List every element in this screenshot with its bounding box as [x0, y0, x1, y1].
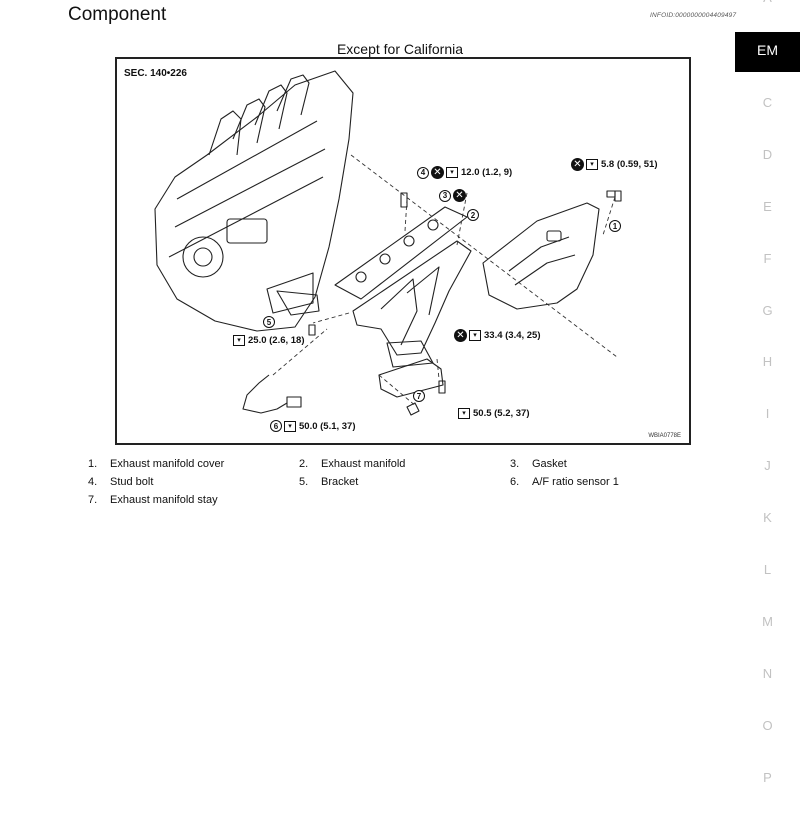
tab-h[interactable]: H: [762, 354, 773, 369]
tab-p[interactable]: P: [763, 770, 772, 785]
tab-a[interactable]: A: [735, 0, 800, 5]
page-title: Component: [68, 4, 167, 25]
legend-label: Exhaust manifold: [321, 458, 406, 470]
manifold-part: [352, 240, 472, 356]
legend-label: Exhaust manifold stay: [110, 494, 218, 506]
callout-8: ✕ ▾ 33.4 (3.4, 25): [454, 329, 541, 342]
legend-number: 1.: [88, 458, 98, 470]
torque-wrench-icon: ▾: [586, 159, 598, 170]
tab-c[interactable]: C: [762, 95, 773, 110]
tab-g[interactable]: G: [762, 303, 773, 318]
callout-3-number: 3: [439, 189, 451, 202]
tab-j[interactable]: J: [764, 458, 771, 473]
engine-block: [154, 70, 354, 332]
callout-7-torque-row: ▾ 50.5 (5.2, 37): [458, 408, 530, 419]
legend-number: 2.: [299, 458, 309, 470]
legend-item: 1. Exhaust manifold cover: [88, 458, 224, 470]
tab-o[interactable]: O: [762, 718, 773, 733]
diagram-drawing: [154, 70, 622, 416]
callout-5-number: 5: [263, 316, 275, 328]
callout-1: 1: [609, 220, 623, 232]
callout-5-torque-row: ▾ 25.0 (2.6, 18): [233, 335, 305, 346]
bracket-part: [276, 290, 320, 316]
tab-e[interactable]: E: [763, 199, 772, 214]
torque-wrench-icon: ▾: [233, 335, 245, 346]
callout-9-torque: 5.8 (0.59, 51): [601, 159, 658, 170]
callout-4-torque: 12.0 (1.2, 9): [461, 167, 513, 178]
tab-m[interactable]: M: [762, 614, 773, 629]
tab-l[interactable]: L: [763, 562, 772, 577]
cover-part: [482, 202, 600, 310]
torque-wrench-icon: ▾: [446, 167, 458, 178]
legend-item: 7. Exhaust manifold stay: [88, 494, 218, 506]
info-id: INFOID:0000000004409497: [650, 12, 737, 19]
legend-label: A/F ratio sensor 1: [532, 476, 619, 488]
torque-wrench-icon: ▾: [284, 420, 296, 432]
callout-5: 5: [263, 316, 277, 328]
legend-item: 5. Bracket: [299, 476, 358, 488]
callout-6-number: 6: [270, 420, 282, 432]
legend-label: Gasket: [532, 458, 567, 470]
legend-number: 7.: [88, 494, 98, 506]
legend-item: 6. A/F ratio sensor 1: [510, 476, 619, 488]
tab-k[interactable]: K: [763, 510, 772, 525]
exploded-diagram: SEC. 140•226 1 2 3 ✕ 4 ✕ ▾ 12.0 (1.2, 9)…: [115, 57, 691, 445]
tab-em[interactable]: EM: [735, 32, 800, 72]
callout-2: 2: [467, 209, 481, 221]
replace-icon: ✕: [431, 166, 444, 179]
section-tab-bar: A EM C D E F G H I J K L M N O P: [735, 0, 800, 840]
tab-i[interactable]: I: [765, 406, 770, 421]
figure-caption: Except for California: [336, 41, 464, 57]
legend-label: Stud bolt: [110, 476, 154, 488]
callout-6-torque: 50.0 (5.1, 37): [299, 420, 356, 432]
section-code: SEC. 140•226: [124, 68, 187, 79]
sensor-part: [242, 374, 288, 414]
callout-5-torque: 25.0 (2.6, 18): [248, 335, 305, 346]
legend-number: 5.: [299, 476, 309, 488]
legend-label: Exhaust manifold cover: [110, 458, 225, 470]
replace-icon: ✕: [571, 158, 584, 171]
callout-3: 3 ✕: [439, 189, 468, 202]
tab-f[interactable]: F: [763, 251, 772, 266]
torque-wrench-icon: ▾: [458, 408, 470, 419]
tab-d[interactable]: D: [762, 147, 773, 162]
callout-8-torque: 33.4 (3.4, 25): [484, 330, 541, 341]
callout-6: 6 ▾ 50.0 (5.1, 37): [270, 420, 356, 432]
callout-1-number: 1: [609, 220, 621, 232]
callout-7-torque: 50.5 (5.2, 37): [473, 408, 530, 419]
replace-icon: ✕: [453, 189, 466, 202]
callout-7: 7: [413, 390, 427, 402]
callout-4-number: 4: [417, 166, 429, 179]
callout-7-number: 7: [413, 390, 425, 402]
callout-4: 4 ✕ ▾ 12.0 (1.2, 9): [417, 166, 512, 179]
legend-number: 3.: [510, 458, 520, 470]
legend-item: 3. Gasket: [510, 458, 567, 470]
legend-number: 6.: [510, 476, 520, 488]
replace-icon: ✕: [454, 329, 467, 342]
callout-9: ✕ ▾ 5.8 (0.59, 51): [571, 158, 658, 171]
legend-number: 4.: [88, 476, 98, 488]
figure-ref-code: WBIA0778E: [648, 433, 681, 439]
gasket-part: [334, 206, 468, 300]
callout-2-number: 2: [467, 209, 479, 221]
legend-item: 4. Stud bolt: [88, 476, 153, 488]
stay-part: [378, 358, 444, 398]
legend-label: Bracket: [321, 476, 359, 488]
legend-item: 2. Exhaust manifold: [299, 458, 405, 470]
tab-n[interactable]: N: [762, 666, 773, 681]
torque-wrench-icon: ▾: [469, 330, 481, 341]
